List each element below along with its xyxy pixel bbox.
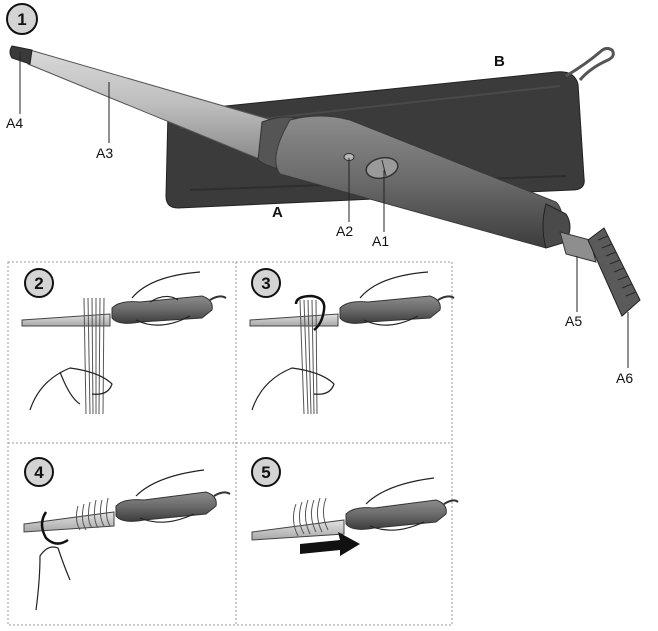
panel-3: 3 xyxy=(249,268,455,415)
step-number-2: 2 xyxy=(34,274,43,293)
label-a: A xyxy=(272,204,283,221)
hand-holding-hair xyxy=(35,546,71,611)
label-a5: A5 xyxy=(565,313,582,329)
hand-holding-iron xyxy=(131,271,201,326)
hand-holding-iron xyxy=(365,477,435,531)
steps-grid xyxy=(7,261,453,626)
label-b: B xyxy=(494,53,505,70)
label-a3: A3 xyxy=(96,145,113,161)
rotate-arrow xyxy=(40,511,69,545)
step-number-1: 1 xyxy=(17,10,26,29)
rotate-arrow xyxy=(294,294,326,331)
step-badge-1: 1 xyxy=(6,3,38,35)
leader-lines xyxy=(19,52,629,368)
label-a1: A1 xyxy=(372,233,389,249)
curl xyxy=(292,497,329,537)
label-a2: A2 xyxy=(336,223,353,239)
step-badge-4: 4 xyxy=(24,457,54,487)
step-number-5: 5 xyxy=(261,463,270,482)
step-badge-2: 2 xyxy=(24,268,54,298)
cool-tip xyxy=(9,45,33,65)
wrapped-hair xyxy=(75,497,111,531)
label-a6: A6 xyxy=(616,370,633,386)
swivel-cord-joint xyxy=(559,231,597,263)
hand-holding-hair xyxy=(29,367,113,411)
step-badge-5: 5 xyxy=(251,457,281,487)
hand-holding-hair xyxy=(251,367,335,411)
panel-1: 1 xyxy=(6,3,641,386)
panel-4: 4 xyxy=(23,457,231,611)
hand-holding-iron xyxy=(359,271,429,326)
hair-strand xyxy=(299,299,318,415)
step-number-3: 3 xyxy=(261,274,270,293)
curling-iron xyxy=(9,45,641,317)
pull-out-arrow xyxy=(300,532,360,556)
step-badge-3: 3 xyxy=(251,268,281,298)
panel-5: 5 xyxy=(251,457,459,556)
panel-2: 2 xyxy=(21,268,227,415)
hand-holding-iron xyxy=(135,469,205,523)
label-a4: A4 xyxy=(6,115,23,131)
step-number-4: 4 xyxy=(34,463,44,482)
